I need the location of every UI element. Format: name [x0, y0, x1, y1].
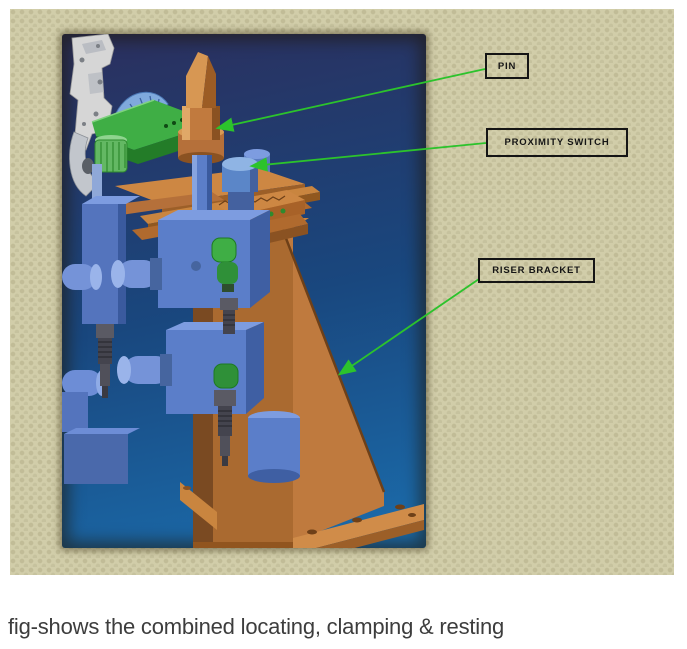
callout-proximity-switch: PROXIMITY SWITCH	[486, 128, 628, 157]
pin-part	[178, 52, 224, 164]
figure-caption: fig-shows the combined locating, clampin…	[8, 614, 505, 639]
callout-pin-label: PIN	[497, 60, 517, 72]
callout-riser-bracket: RISER BRACKET	[478, 258, 595, 283]
callout-proximity-switch-label: PROXIMITY SWITCH	[504, 137, 610, 148]
valve-knob-part	[211, 237, 239, 389]
callout-pin: PIN	[485, 53, 529, 79]
base-flange	[180, 482, 217, 530]
figure-panel	[62, 34, 426, 548]
callout-riser-bracket-label: RISER BRACKET	[492, 265, 581, 276]
threaded-bolt-part	[96, 298, 238, 466]
slide: PIN PROXIMITY SWITCH RISER BRACKET	[10, 9, 674, 575]
cad-model-illustration	[62, 34, 424, 548]
